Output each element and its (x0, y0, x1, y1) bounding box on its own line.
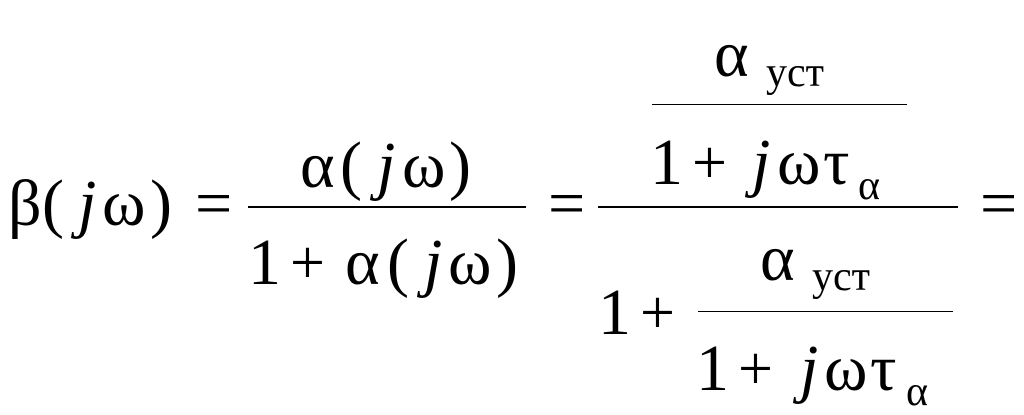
frac2-den-den-one: 1 (696, 332, 729, 405)
frac2-den-den-j: j (800, 332, 819, 405)
frac2-den-den-tau: τ (870, 332, 897, 405)
frac1-num-alpha: α (300, 129, 335, 202)
frac2-num-inner-bar (652, 104, 907, 105)
frac2-num-den-omega: ω (777, 126, 821, 199)
frac1-num-open-paren: ( (340, 129, 362, 202)
equals-sign-2: = (548, 167, 586, 240)
frac2-den-den-plus: + (738, 335, 773, 403)
frac2-num-den-plus: + (692, 129, 727, 197)
frac2-num-den-one: 1 (650, 126, 683, 199)
frac2-num-den-tau-subscript: α (858, 163, 881, 209)
beta-symbol: β (8, 167, 42, 240)
frac1-num-close-paren: ) (449, 129, 471, 202)
frac2-main-bar (598, 206, 958, 208)
frac1-den-plus: + (290, 229, 325, 297)
lhs-j: j (78, 167, 97, 240)
lhs-omega: ω (102, 167, 146, 240)
frac2-den-one: 1 (598, 276, 631, 349)
frac1-bar (248, 206, 526, 208)
frac2-den-den-tau-subscript: α (906, 369, 929, 415)
lhs-open-paren: ( (42, 167, 64, 240)
frac1-den-open-paren: ( (387, 226, 409, 299)
frac2-num-alpha-subscript: уст (766, 50, 824, 96)
frac2-num-den-j: j (752, 126, 771, 199)
frac1-den-j: j (424, 226, 443, 299)
frac2-den-inner-bar (698, 311, 953, 312)
equals-sign-1: = (195, 167, 233, 240)
frac2-den-alpha: α (760, 222, 795, 295)
frac1-num-j: j (377, 129, 396, 202)
frac1-den-omega: ω (448, 226, 492, 299)
lhs-close-paren: ) (150, 167, 172, 240)
frac1-den-one: 1 (248, 226, 281, 299)
frac1-den-alpha: α (345, 226, 380, 299)
frac1-num-omega: ω (402, 129, 446, 202)
equals-sign-3: = (980, 167, 1018, 240)
frac2-num-alpha: α (714, 18, 749, 91)
frac2-den-den-omega: ω (824, 332, 868, 405)
frac2-num-den-tau: τ (823, 126, 850, 199)
frac2-den-plus: + (640, 279, 675, 347)
frac1-den-close-paren: ) (496, 226, 518, 299)
frac2-den-alpha-subscript: уст (812, 254, 870, 300)
